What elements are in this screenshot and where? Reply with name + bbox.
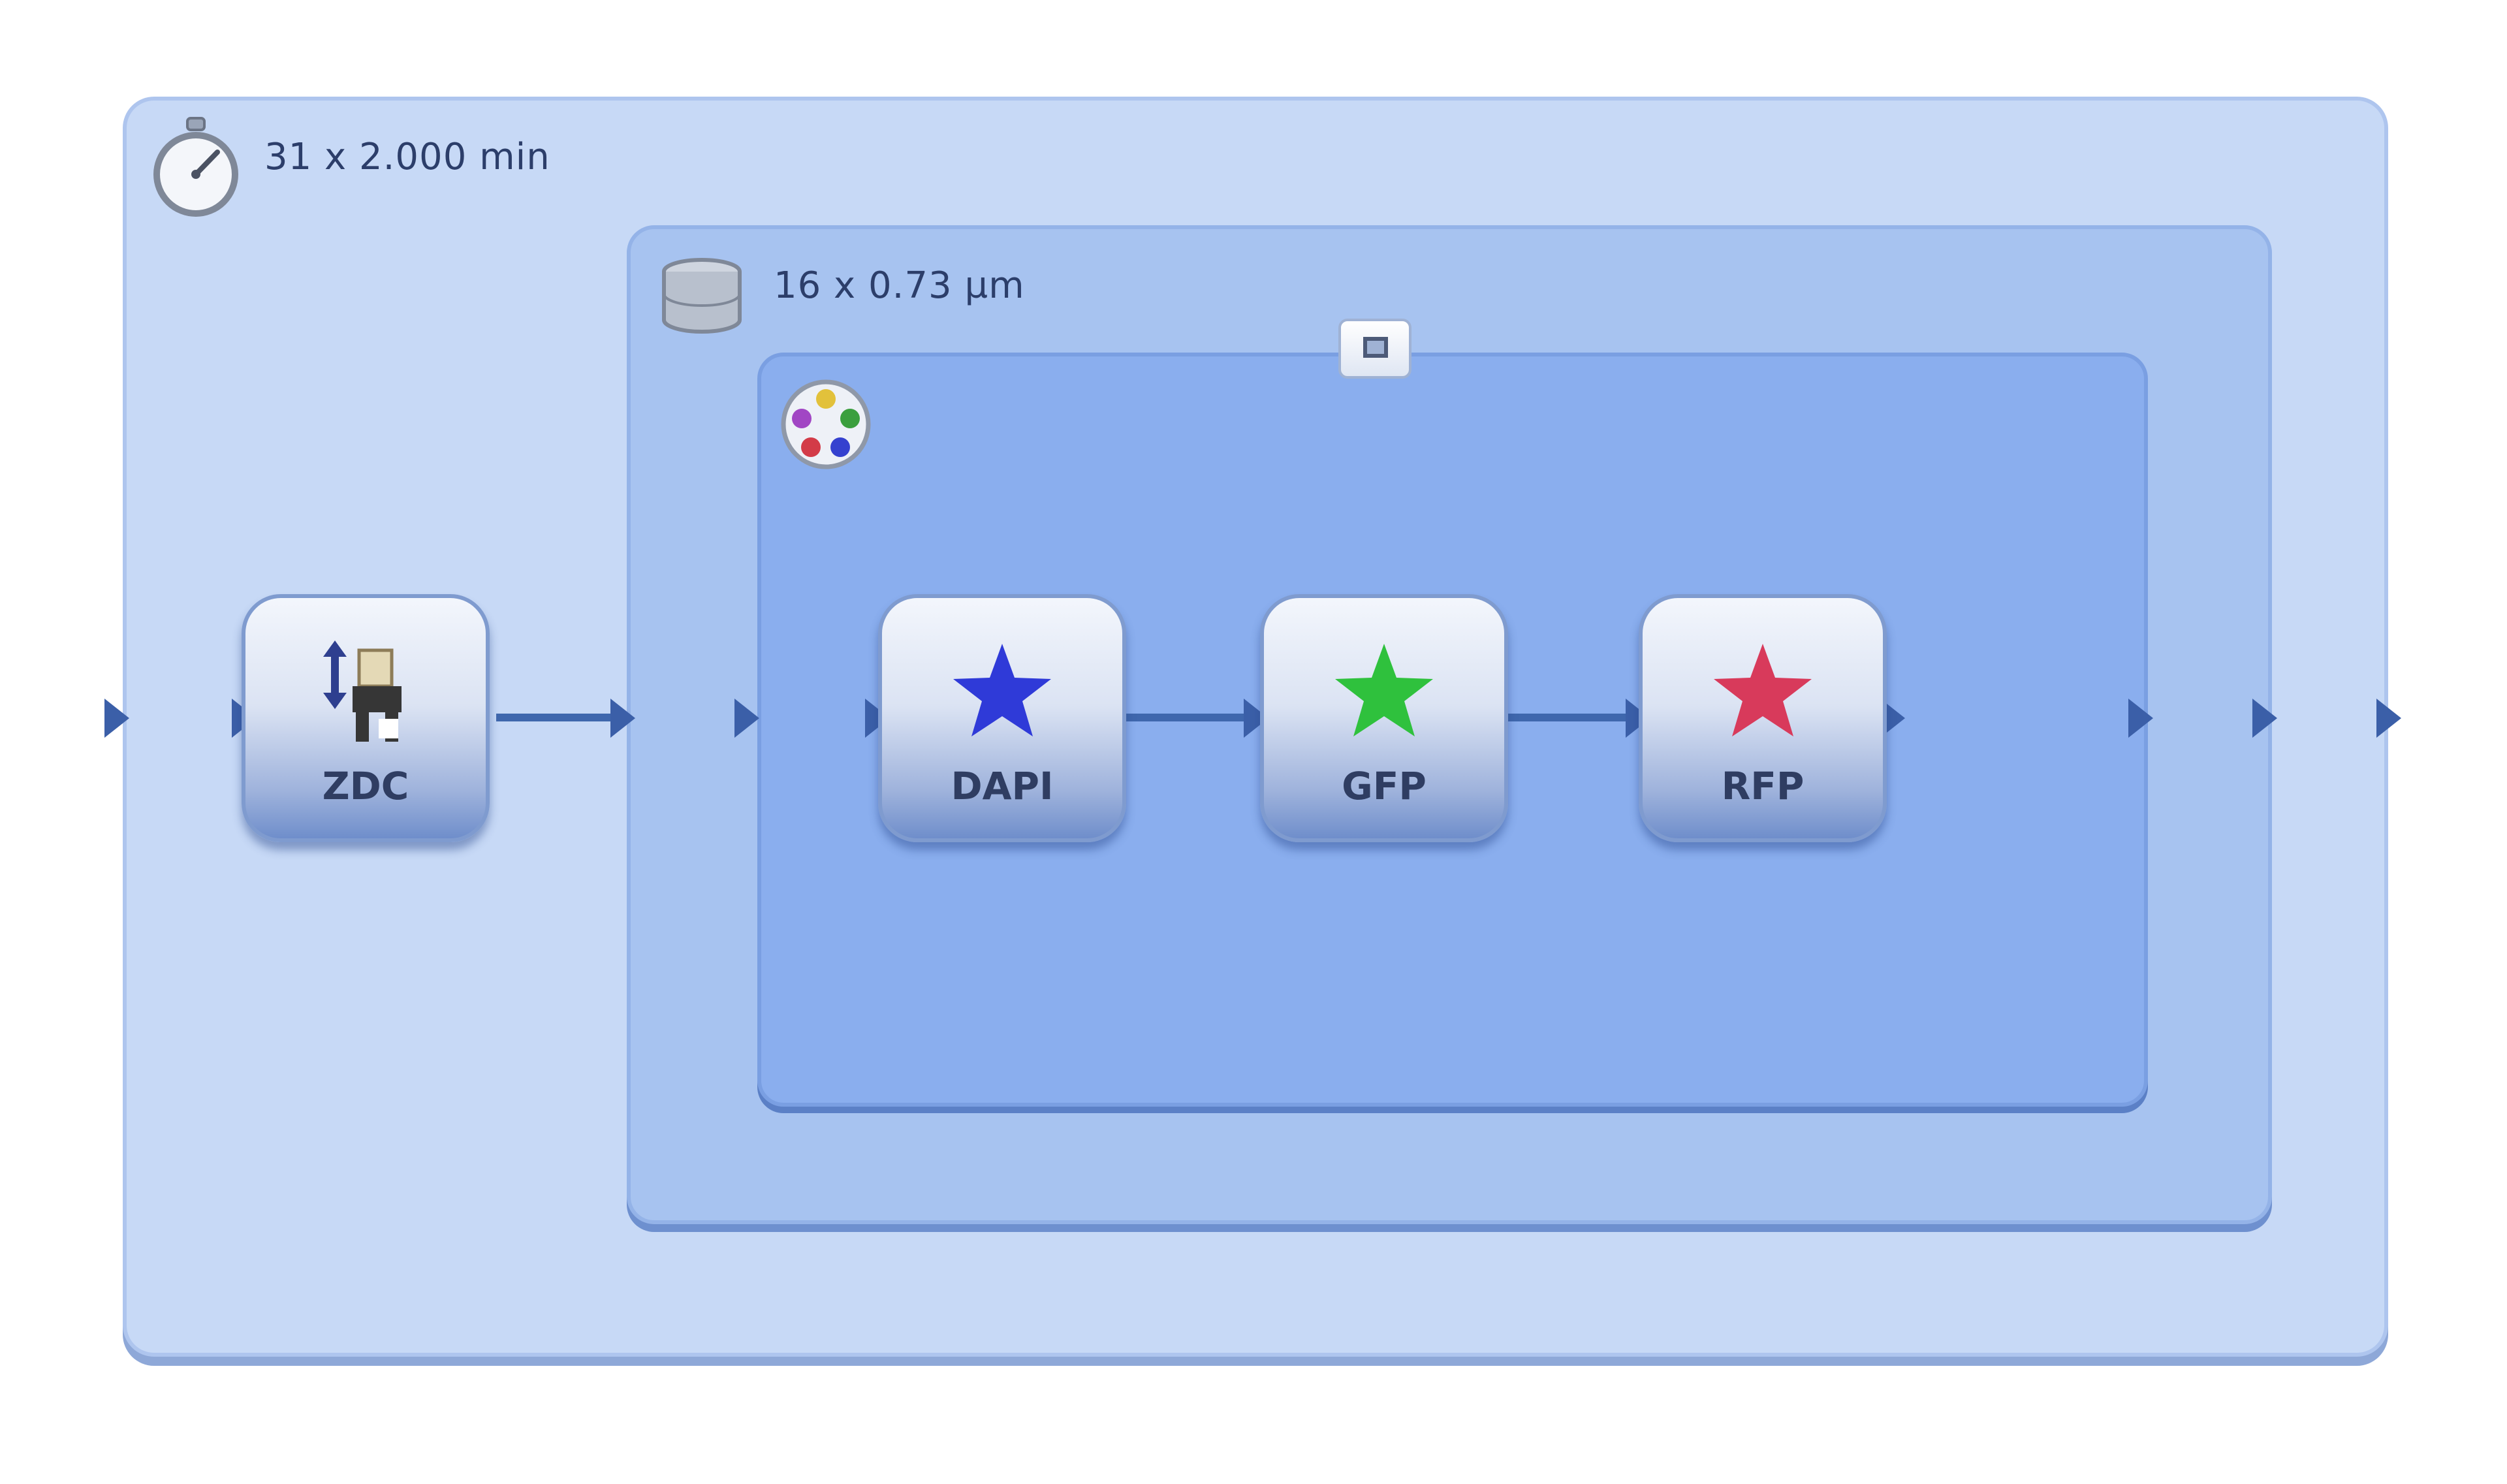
flow-arrow	[2252, 699, 2277, 738]
channel-tile-gfp[interactable]: GFP	[1260, 594, 1508, 842]
star-icon	[1335, 644, 1433, 736]
stopwatch-icon	[153, 117, 238, 217]
timelapse-label: 31 x 2.000 min	[264, 136, 550, 178]
z-stack-icon	[662, 258, 742, 334]
z-stack-label: 16 x 0.73 µm	[774, 264, 1025, 307]
flow-arrow	[2376, 699, 2401, 738]
flow-arrow	[104, 699, 129, 738]
focus-icon	[323, 640, 402, 742]
focus-tile-label: ZDC	[322, 764, 409, 808]
channel-tile-label: DAPI	[951, 764, 1054, 808]
star-icon	[953, 644, 1051, 736]
flow-arrow	[2128, 699, 2153, 738]
channel-tile-dapi[interactable]: DAPI	[878, 594, 1126, 842]
star-icon	[1714, 644, 1812, 736]
flow-connector	[1126, 714, 1250, 721]
flow-connector	[1505, 714, 1632, 721]
options-icon[interactable]	[1338, 319, 1411, 379]
flow-arrow	[610, 699, 635, 738]
multichannel-icon	[781, 379, 871, 469]
channel-tile-label: RFP	[1721, 764, 1805, 808]
flow-arrow	[734, 699, 759, 738]
focus-tile-zdc[interactable]: ZDC	[242, 594, 490, 842]
channel-tile-label: GFP	[1342, 764, 1427, 808]
flow-connector	[496, 714, 627, 721]
channel-tile-rfp[interactable]: RFP	[1639, 594, 1887, 842]
